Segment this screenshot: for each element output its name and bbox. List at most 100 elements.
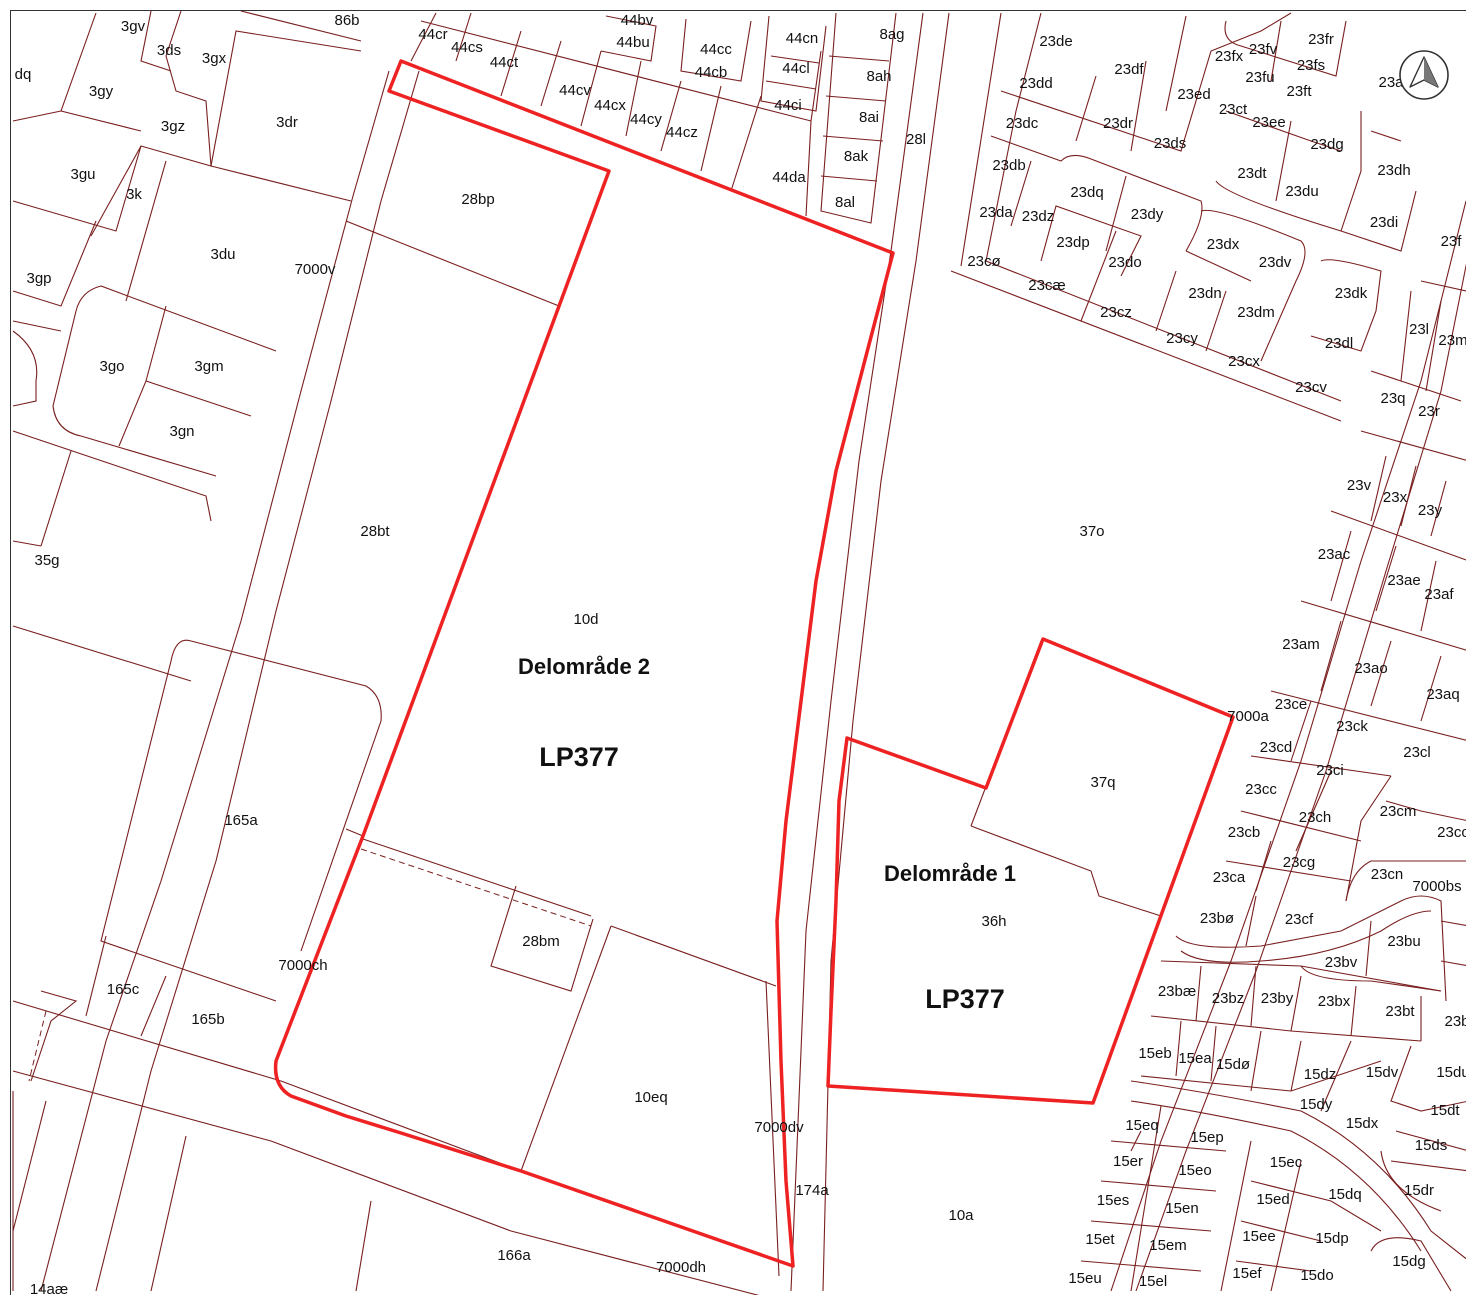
parcel-label: 23bv bbox=[1325, 954, 1358, 971]
parcel-label: 23cl bbox=[1403, 744, 1431, 761]
parcel-label: 15ed bbox=[1256, 1191, 1289, 1208]
parcel-label: 15er bbox=[1113, 1153, 1143, 1170]
parcel-label: 23fx bbox=[1215, 48, 1244, 65]
parcel-label: 15dz bbox=[1304, 1066, 1337, 1083]
parcel-label: 23cm bbox=[1380, 803, 1417, 820]
parcel-label: 3gy bbox=[89, 83, 114, 100]
parcel-label: 23cg bbox=[1283, 854, 1316, 871]
parcel-label: 3gx bbox=[202, 50, 227, 67]
parcel-label: 23cc bbox=[1437, 824, 1466, 841]
north-arrow-icon bbox=[1399, 50, 1449, 100]
parcel-label: 15dg bbox=[1392, 1253, 1425, 1270]
parcel-label: 28bm bbox=[522, 933, 560, 950]
parcel-label: 23ck bbox=[1336, 718, 1368, 735]
parcel-label: 23cn bbox=[1371, 866, 1404, 883]
parcel-label: 165a bbox=[224, 812, 258, 829]
parcel-label: 23dv bbox=[1259, 254, 1292, 271]
parcel-label: 23ac bbox=[1318, 546, 1351, 563]
parcel-label: 15eb bbox=[1138, 1045, 1171, 1062]
parcel-label: 23f bbox=[1441, 233, 1463, 250]
parcel-label: 23bæ bbox=[1158, 983, 1196, 1000]
parcel-label: 23de bbox=[1039, 33, 1072, 50]
parcel-label: 23dc bbox=[1006, 115, 1039, 132]
parcel-label: 3go bbox=[99, 358, 124, 375]
parcel-label: 15dø bbox=[1216, 1056, 1250, 1073]
parcel-label: 15do bbox=[1300, 1267, 1333, 1284]
parcel-label: 44cn bbox=[786, 30, 819, 47]
parcel-label: 15dv bbox=[1366, 1064, 1399, 1081]
parcel-label: 23cø bbox=[967, 253, 1000, 270]
parcel-label: 23bu bbox=[1387, 933, 1420, 950]
parcel-label: 15ee bbox=[1242, 1228, 1275, 1245]
cadastral-map[interactable]: 3gv 86b 44cr 44bv 44bu 8ag 23de 23fr 3ds… bbox=[10, 10, 1466, 1295]
plan-boundaries bbox=[273, 59, 1235, 1268]
parcel-label: 23dd bbox=[1019, 75, 1052, 92]
parcel-label: 174a bbox=[795, 1182, 829, 1199]
parcel-label: 23ci bbox=[1316, 762, 1344, 779]
parcel-label: 28l bbox=[906, 131, 926, 148]
parcel-label: 28bt bbox=[360, 523, 390, 540]
parcel-label: 23da bbox=[979, 204, 1013, 221]
boundary-delomrade-1 bbox=[826, 637, 1235, 1105]
parcel-label: 15ec bbox=[1270, 1154, 1303, 1171]
boundary-delomrade-2 bbox=[273, 59, 895, 1268]
parcel-label: 3du bbox=[210, 246, 235, 263]
parcel-label: 44bu bbox=[616, 34, 649, 51]
parcel-label: 23ct bbox=[1219, 101, 1248, 118]
parcel-label: 44cv bbox=[559, 82, 591, 99]
parcel-label: 44cl bbox=[782, 60, 810, 77]
parcel-label: 8al bbox=[835, 194, 855, 211]
parcel-label: 8ah bbox=[866, 68, 891, 85]
parcel-label: 35g bbox=[34, 552, 59, 569]
parcel-label: 23dz bbox=[1022, 208, 1055, 225]
parcel-label: 23l bbox=[1409, 321, 1429, 338]
parcel-label: 3gm bbox=[194, 358, 223, 375]
parcel-label: 44cx bbox=[594, 97, 626, 114]
parcel-label: 23cy bbox=[1166, 330, 1198, 347]
parcel-label: 7000v bbox=[295, 261, 336, 278]
parcel-label: 37q bbox=[1090, 774, 1115, 791]
parcel-label: 44da bbox=[772, 169, 806, 186]
parcel-label: 23di bbox=[1370, 214, 1398, 231]
parcel-label: 44cy bbox=[630, 111, 662, 128]
parcel-label: 23fs bbox=[1297, 57, 1325, 74]
parcel-label: 15dp bbox=[1315, 1230, 1348, 1247]
parcel-label: 15ea bbox=[1178, 1050, 1212, 1067]
parcel-label: 23dl bbox=[1325, 335, 1353, 352]
parcel-label: 44cb bbox=[695, 64, 728, 81]
parcel-label: 23ao bbox=[1354, 660, 1387, 677]
parcel-label: 23dr bbox=[1103, 115, 1133, 132]
plan-code-delomrade-1: LP377 bbox=[925, 984, 1005, 1014]
parcel-label: 44cr bbox=[418, 26, 447, 43]
parcel-label: 3ds bbox=[157, 42, 181, 59]
parcel-label: 8ag bbox=[879, 26, 904, 43]
parcel-label: 23dy bbox=[1131, 206, 1164, 223]
parcel-label: 10a bbox=[948, 1207, 974, 1224]
parcel-label: 23cc bbox=[1245, 781, 1277, 798]
parcel-label: 23by bbox=[1261, 990, 1294, 1007]
parcel-label: 23y bbox=[1418, 502, 1443, 519]
parcel-label: 7000a bbox=[1227, 708, 1269, 725]
parcel-label: 15et bbox=[1085, 1231, 1115, 1248]
parcel-label: 15du bbox=[1436, 1064, 1466, 1081]
parcel-label: 15eu bbox=[1068, 1270, 1101, 1287]
parcel-label: 44cz bbox=[666, 124, 698, 141]
parcel-label: 15em bbox=[1149, 1237, 1187, 1254]
parcel-label: 7000bs bbox=[1412, 878, 1461, 895]
parcel-label: 23cd bbox=[1260, 739, 1293, 756]
parcel-label: 23af bbox=[1424, 586, 1454, 603]
parcel-label: 23b bbox=[1444, 1013, 1466, 1030]
parcel-label: 23ch bbox=[1299, 809, 1332, 826]
parcel-label: 23ds bbox=[1154, 135, 1187, 152]
parcel-label: 23cb bbox=[1228, 824, 1261, 841]
parcel-label: 23ee bbox=[1252, 114, 1285, 131]
parcel-label: 23a bbox=[1378, 74, 1404, 91]
parcel-label: dq bbox=[15, 66, 32, 83]
parcel-label: 166a bbox=[497, 1247, 531, 1264]
parcel-label: 8ai bbox=[859, 109, 879, 126]
parcel-label: 15en bbox=[1165, 1200, 1198, 1217]
parcel-label: 23ft bbox=[1286, 83, 1312, 100]
parcel-label: 44cs bbox=[451, 39, 483, 56]
parcel-label: 23db bbox=[992, 157, 1025, 174]
parcel-label: 15eo bbox=[1178, 1162, 1211, 1179]
